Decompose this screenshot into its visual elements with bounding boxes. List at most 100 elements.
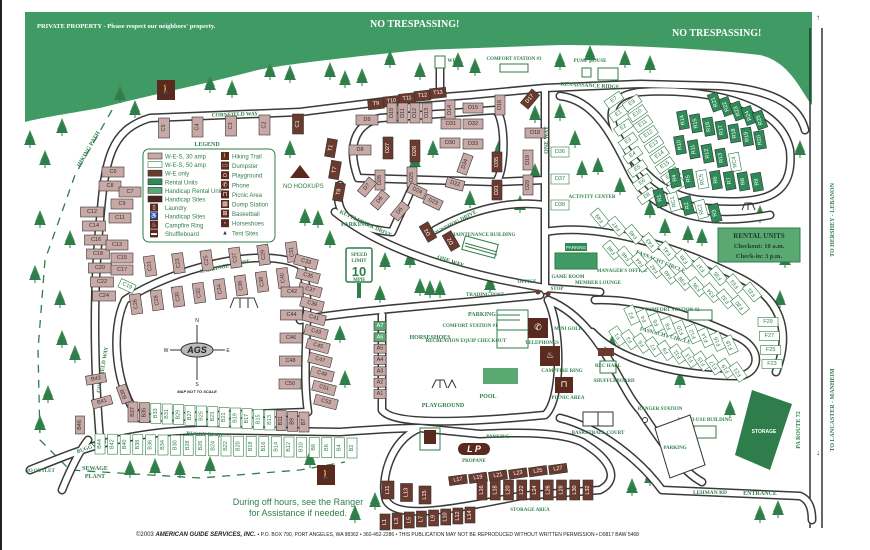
campsite-number: B25 xyxy=(198,411,204,421)
legend-label: Tent Sites xyxy=(232,231,258,237)
tree-icon xyxy=(114,85,126,103)
campsite-pad xyxy=(271,436,282,458)
campsite-pad xyxy=(462,102,484,114)
campsite-pad xyxy=(601,239,623,261)
campsite-number: L25 xyxy=(533,468,543,475)
legend-item: ✆Phone xyxy=(221,180,250,189)
campsite-number: A2 xyxy=(377,380,384,386)
campsite-pad xyxy=(90,276,114,288)
campsite-number: F43 xyxy=(645,237,656,248)
campsite-number: C53 xyxy=(320,398,331,406)
campsite-F35: F35 xyxy=(708,265,729,287)
campsite-E12: E12 xyxy=(638,124,659,144)
campsite-number: C47 xyxy=(314,356,325,364)
campsite-number: D27 xyxy=(385,143,391,153)
campsite-number: T13 xyxy=(433,90,443,97)
campsite-number: L24 xyxy=(532,485,538,494)
campsite-pad xyxy=(346,437,358,459)
campsite-L9: L9 xyxy=(428,509,439,527)
pump-house-label: PUMP HOUSE xyxy=(574,59,608,64)
campsite-L22: L22 xyxy=(516,479,528,501)
campsite-pad xyxy=(476,479,488,501)
legend-swatch-rental xyxy=(147,178,163,186)
legend-item: ▦Dump Station xyxy=(221,200,268,209)
campsite-pad xyxy=(184,405,196,426)
campsite-C26: C26 xyxy=(128,292,144,316)
campsite-pad xyxy=(381,480,395,500)
campsite-C21: C21 xyxy=(142,254,158,278)
legend-swatch-hrental xyxy=(147,187,163,194)
campsite-pad xyxy=(516,479,528,501)
shuffleboard-icon xyxy=(150,229,158,238)
campsite-number: D21 xyxy=(494,185,500,195)
campsite-number: T12 xyxy=(417,92,427,99)
campsite-number: B6 xyxy=(324,444,330,451)
campsite-pad xyxy=(729,294,751,316)
campsite-pad xyxy=(456,152,474,176)
campsite-C25: C25 xyxy=(199,249,214,272)
campsite-C24: C24 xyxy=(92,290,116,302)
campsite-number: B34 xyxy=(160,440,166,450)
campsite-B11: B11 xyxy=(275,410,287,431)
campsite-D20: D20 xyxy=(522,174,534,196)
campsite-pad xyxy=(117,278,137,294)
campsite-pad xyxy=(508,467,528,480)
campsite-B36: B36 xyxy=(145,434,156,456)
campsite-C47: C47 xyxy=(307,351,333,369)
tree-icon xyxy=(334,325,346,343)
shuffleboard-icon-glyph: ▬ xyxy=(151,231,157,237)
campsite-B13: B13 xyxy=(264,409,276,431)
tree-icon xyxy=(369,492,381,510)
campsite-D17: D17 xyxy=(519,88,541,110)
campsite-number: L15 xyxy=(422,490,428,499)
campsite-pad xyxy=(620,328,640,351)
campsite-number: F17 xyxy=(709,359,719,370)
campsite-number: F42 xyxy=(649,263,660,274)
campsite-pad xyxy=(617,131,639,151)
campsite-pad xyxy=(373,321,387,331)
campsite-pad xyxy=(616,245,637,267)
storage-lot xyxy=(735,390,792,470)
tree-icon xyxy=(299,208,311,226)
legend-label: Handicap Sites xyxy=(165,215,205,221)
campsite-L11: L11 xyxy=(381,480,395,500)
campsite-pad xyxy=(638,124,659,144)
campsite-number: E4 xyxy=(628,150,637,159)
campsite-number: E10 xyxy=(632,108,643,119)
campsite-number: B26 xyxy=(198,441,204,451)
campsite-pad xyxy=(374,169,386,191)
campsite-C39: C39 xyxy=(299,295,325,313)
maintenance-building xyxy=(461,235,499,259)
campsite-pad xyxy=(170,434,181,456)
campsite-B18: B18 xyxy=(245,436,257,457)
campsite-pad xyxy=(279,355,302,367)
wheelchair-icon-glyph: ♿ xyxy=(150,212,158,220)
campsite-R18: R18 xyxy=(727,123,742,144)
campsite-pad xyxy=(253,409,264,430)
campsite-number: B28 xyxy=(185,441,191,451)
hiking-icon-glyph: 🚶 xyxy=(221,152,228,160)
campsite-pad xyxy=(418,221,438,243)
campsite-pad xyxy=(299,295,325,313)
campsite-number: D23 xyxy=(427,197,439,207)
campsite-D3: D3 xyxy=(418,221,438,243)
campsite-number: F16 xyxy=(713,336,722,347)
campsite-number: E11 xyxy=(637,119,648,129)
dumpster-icon-glyph: ▭ xyxy=(222,163,228,169)
campsite-pad xyxy=(108,212,132,224)
campsite-number: F19 xyxy=(721,363,731,374)
campsite-pad xyxy=(119,434,131,455)
campsite-number: B15 xyxy=(255,414,261,424)
campsite-number: E14 xyxy=(654,150,665,161)
campsite-number: D34 xyxy=(460,158,469,170)
campsite-number: B33 xyxy=(153,408,159,418)
tree-icon xyxy=(339,370,351,388)
campsite-C2: C2 xyxy=(258,114,271,136)
campsite-pad xyxy=(321,437,333,458)
tree-icon xyxy=(772,500,784,518)
campsite-number: E2 xyxy=(619,123,628,132)
campsite-B28: B28 xyxy=(182,435,194,456)
campsite-number: R19 xyxy=(743,131,751,142)
campsite-pad xyxy=(722,170,737,191)
